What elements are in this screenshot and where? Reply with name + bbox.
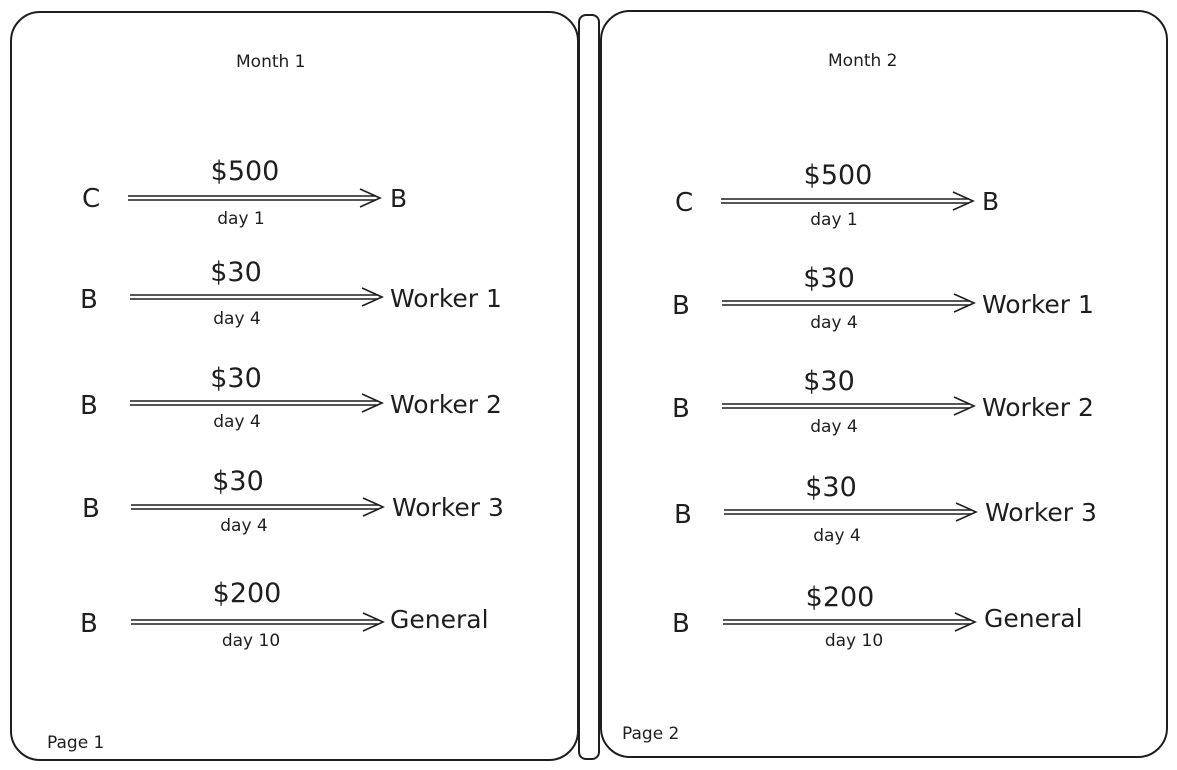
source-node: B — [672, 291, 690, 321]
day-label: day 4 — [213, 309, 261, 329]
source-node: B — [674, 500, 692, 530]
day-label: day 4 — [813, 526, 861, 546]
source-node: C — [82, 184, 101, 214]
amount-label: $30 — [210, 363, 262, 394]
day-label: day 1 — [217, 209, 265, 229]
page-2-title: Month 2 — [828, 51, 898, 71]
page-1-title: Month 1 — [236, 52, 306, 72]
amount-label: $200 — [212, 578, 282, 609]
source-node: B — [80, 609, 98, 639]
source-node: B — [80, 285, 98, 315]
day-label: day 10 — [824, 631, 884, 651]
amount-label: $30 — [803, 263, 855, 294]
page-2-frame — [600, 10, 1168, 758]
double-arrow-icon — [722, 293, 976, 313]
double-arrow-icon — [130, 393, 384, 413]
target-node: Worker 3 — [985, 498, 1097, 527]
amount-label: $500 — [803, 160, 873, 191]
amount-label: $30 — [212, 466, 264, 497]
day-label: day 4 — [213, 412, 261, 432]
double-arrow-icon — [131, 497, 385, 517]
source-node: B — [672, 609, 690, 639]
day-label: day 4 — [810, 417, 858, 437]
target-node: Worker 2 — [390, 390, 502, 419]
double-arrow-icon — [128, 188, 382, 208]
amount-label: $30 — [210, 257, 262, 288]
page-1-footer: Page 1 — [47, 733, 105, 753]
day-label: day 10 — [221, 631, 281, 651]
source-node: C — [675, 188, 694, 218]
target-node: B — [982, 187, 1000, 216]
double-arrow-icon — [722, 396, 976, 416]
target-node: Worker 2 — [982, 393, 1094, 422]
amount-label: $30 — [803, 366, 855, 397]
double-arrow-icon — [724, 502, 978, 522]
double-arrow-icon — [721, 191, 975, 211]
double-arrow-icon — [131, 612, 385, 632]
day-label: day 4 — [810, 313, 858, 333]
double-arrow-icon — [723, 612, 977, 632]
target-node: Worker 3 — [392, 493, 504, 522]
amount-label: $30 — [805, 472, 857, 503]
target-node: B — [390, 184, 408, 213]
target-node: Worker 1 — [390, 284, 502, 313]
book-spine — [578, 14, 600, 760]
day-label: day 4 — [220, 516, 268, 536]
amount-label: $200 — [805, 582, 875, 613]
page-2-footer: Page 2 — [622, 724, 680, 744]
source-node: B — [82, 494, 100, 524]
target-node: Worker 1 — [982, 290, 1094, 319]
double-arrow-icon — [130, 287, 384, 307]
page-1-frame — [10, 11, 579, 761]
source-node: B — [80, 391, 98, 421]
target-node: General — [984, 604, 1083, 633]
target-node: General — [390, 605, 489, 634]
day-label: day 1 — [810, 210, 858, 230]
amount-label: $500 — [210, 156, 280, 187]
source-node: B — [672, 394, 690, 424]
